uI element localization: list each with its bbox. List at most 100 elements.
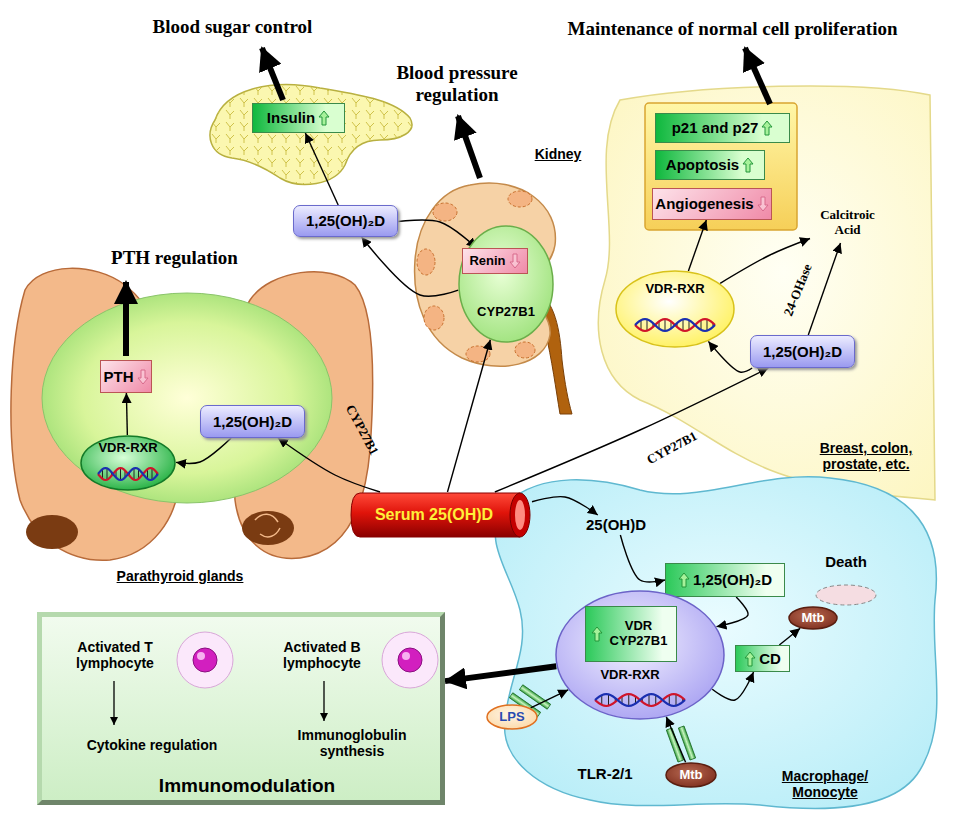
lymphocyte-cell <box>177 632 233 688</box>
arrow-glyph <box>510 254 520 268</box>
node-text: Death <box>812 553 880 570</box>
node-text: Serum 25(OH)D <box>375 506 493 524</box>
dna-rung <box>608 694 609 705</box>
pancreas-part <box>210 85 412 185</box>
node-text: 1,25(OH)₂D <box>693 571 772 588</box>
function-title: PTH regulation <box>92 247 257 269</box>
enzyme-ellipse: CYP27B1Renin <box>458 225 554 343</box>
lps-ellipse: LPS <box>486 704 538 730</box>
kidney-part <box>415 183 556 366</box>
hormone-box: PTH <box>100 360 152 393</box>
arrow-glyph <box>138 370 148 384</box>
up-arrow-icon <box>318 110 330 126</box>
arrow-glyph <box>592 627 602 641</box>
parathyroid-glands-part <box>26 515 78 549</box>
nucleus-highlight <box>197 652 205 660</box>
pathway-arrow <box>717 597 749 627</box>
kidney <box>415 183 572 414</box>
effect-arrows-part <box>262 48 283 100</box>
metabolite-box: 1,25(OH)₂D <box>293 205 398 237</box>
up-arrow-icon <box>591 626 603 642</box>
dna-rung <box>107 468 108 479</box>
pathway-arrow <box>666 717 685 762</box>
node-text: VDR CYP27B1 <box>606 619 671 649</box>
dna-rung <box>628 694 629 706</box>
up-arrow-icon <box>761 120 773 136</box>
pathway-arrow <box>447 340 490 492</box>
pathway-arrow <box>620 535 665 582</box>
immunomodulation-panel: Activated T lymphocyteCytokine regulatio… <box>37 612 445 805</box>
node-text: Insulin <box>267 109 315 126</box>
pathway-arrow <box>688 220 706 271</box>
node-text: LPS <box>499 710 524 725</box>
macrophage-cell-part-part <box>678 726 695 760</box>
node-text: p21 and p27 <box>672 119 759 136</box>
dna-strand <box>98 468 158 480</box>
nucleus-ellipse: VDR-RXR VDR CYP27B1 <box>555 590 725 720</box>
dna-strand <box>595 694 685 706</box>
pathway-arrow <box>305 133 338 205</box>
dna-rung <box>134 468 135 479</box>
parathyroid-glands-part <box>242 511 294 545</box>
macrophage-cell <box>495 477 937 809</box>
organ-label: Parathyroid glands <box>100 568 260 584</box>
ellipse-outline <box>81 436 175 490</box>
node-text: PTH <box>104 368 134 385</box>
pathway-arrow <box>362 237 459 296</box>
node-text: Angiogenesis <box>655 195 753 212</box>
ellipse-outline <box>789 607 837 629</box>
pathway-arrow <box>779 628 800 645</box>
pathway-arrow <box>532 497 598 515</box>
vessel-opening <box>510 493 530 537</box>
down-arrow-icon <box>757 196 769 212</box>
metabolite-label-node: Calcitroic Acid <box>810 203 885 243</box>
effect-arrows-part <box>123 282 129 356</box>
parathyroid-glands-part <box>255 514 280 537</box>
ellipse-outline <box>459 226 553 342</box>
arrow-glyph <box>743 158 753 172</box>
parathyroid-glands-part <box>42 293 332 503</box>
dna-rung <box>665 319 666 331</box>
pancreas-part <box>210 85 412 185</box>
enzyme-label: 24-OHase <box>780 262 815 319</box>
effect-box: Angiogenesis <box>652 188 772 220</box>
dna-rung <box>676 694 677 705</box>
dead-bacterium <box>816 585 876 605</box>
dna-rung <box>683 319 684 330</box>
pathway-arrow <box>531 690 569 708</box>
lymphocyte-cell <box>382 632 438 688</box>
node-text: Renin <box>469 254 505 269</box>
pathway-arrow <box>708 341 752 372</box>
kidney-part-part <box>417 249 435 275</box>
lymphocyte-nucleus <box>193 648 217 672</box>
pathway-arrow <box>176 438 231 463</box>
hormone-box: Insulin <box>252 103 345 133</box>
ellipse-outline <box>556 591 724 719</box>
kidney-part-part <box>433 203 457 221</box>
node-text: VDR-RXR <box>575 668 685 683</box>
vessel-body <box>351 493 520 537</box>
kidney-part-part <box>424 306 444 330</box>
node-text: CD <box>759 650 781 667</box>
enzyme-ellipse-outline <box>458 225 554 343</box>
kidney-part-part <box>515 342 535 358</box>
vessel-lumen <box>515 500 525 530</box>
down-arrow-icon <box>509 253 521 269</box>
node-text: Calcitroic Acid <box>810 208 885 238</box>
dna-strand <box>595 694 685 706</box>
bacterium-ellipse: Mtb <box>665 762 717 788</box>
metabolite-box: 1,25(OH)₂D <box>665 563 785 597</box>
ellipse-outline <box>487 705 537 729</box>
receptor-ellipse: VDR-RXR <box>80 435 176 491</box>
death-ellipse: Death <box>812 553 880 607</box>
up-arrow-icon <box>678 572 690 588</box>
node-text: 1,25(OH)₂D <box>306 212 385 229</box>
pancreas <box>210 85 412 185</box>
arrow-glyph <box>762 121 772 135</box>
node-text: VDR-RXR <box>615 282 735 297</box>
receptor-label: TLR-2/1 <box>565 765 645 782</box>
enzyme-label: CYP27B1 <box>644 428 700 468</box>
tissue-label: Breast, colon, prostate, etc. <box>800 440 932 472</box>
metabolite-label-node: 25(OH)D <box>585 515 647 535</box>
